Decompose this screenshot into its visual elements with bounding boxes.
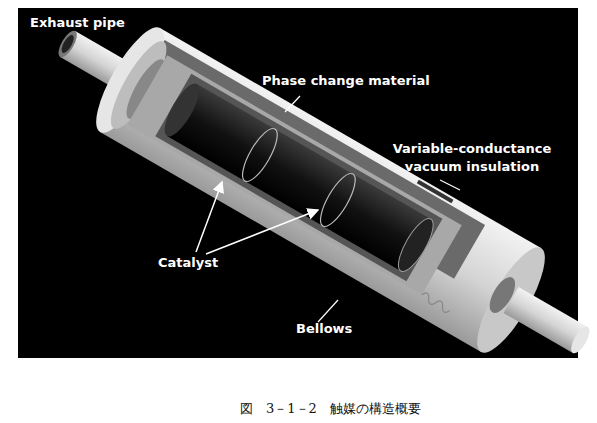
part-label: Phase change material bbox=[262, 72, 430, 90]
part-label: Bellows bbox=[296, 320, 352, 338]
part-label: Catalyst bbox=[158, 254, 218, 272]
part-label: Variable-conductance vacuum insulation bbox=[372, 140, 572, 176]
part-label: Exhaust pipe bbox=[30, 14, 125, 32]
figure-caption: 図 3－1－2 触媒の構造概要 bbox=[240, 400, 421, 418]
